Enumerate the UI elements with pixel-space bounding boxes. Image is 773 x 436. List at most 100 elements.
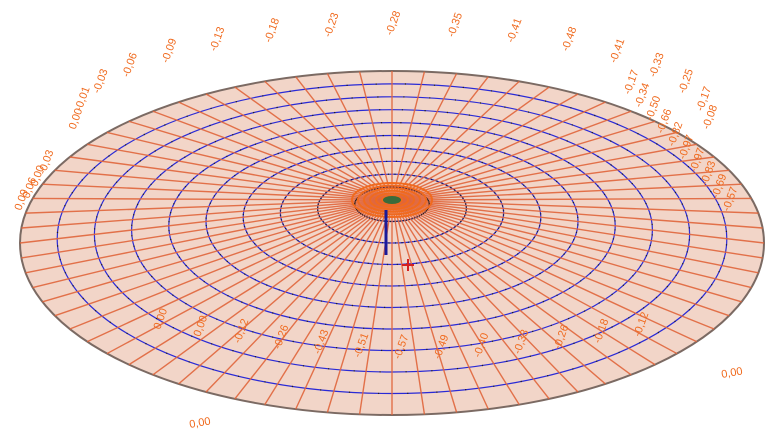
node-point (168, 221, 170, 223)
node-point (562, 187, 565, 189)
radial-line (54, 169, 393, 201)
radial-line (391, 199, 550, 400)
node-point (674, 191, 677, 194)
node-point (419, 176, 421, 178)
node-point (468, 114, 471, 116)
node-point (490, 90, 493, 92)
radial-line (25, 199, 393, 214)
radial-line (391, 199, 759, 274)
node-point (351, 179, 353, 181)
node-point (386, 263, 389, 266)
node-point (71, 192, 74, 194)
node-point (552, 349, 554, 351)
node-point (219, 254, 222, 256)
node-point (379, 109, 381, 111)
node-point (160, 285, 163, 287)
node-point (509, 258, 512, 260)
node-point (388, 242, 390, 244)
node-point (596, 360, 598, 362)
node-point (93, 228, 96, 230)
node-point (688, 227, 690, 229)
rim-value-label: -0,48 (560, 25, 580, 53)
node-point (621, 173, 624, 175)
radial-line (106, 199, 393, 355)
node-point (82, 297, 84, 300)
node-point (206, 209, 209, 212)
node-point (491, 165, 493, 167)
node-point (603, 193, 606, 196)
node-point (597, 155, 599, 158)
node-point (211, 343, 213, 345)
node-point (511, 311, 514, 314)
node-point (279, 210, 282, 212)
node-point (369, 240, 371, 243)
node-point (402, 220, 404, 222)
radial-line (391, 86, 550, 201)
node-point (441, 182, 443, 184)
node-point (572, 201, 575, 204)
node-point (415, 262, 418, 264)
node-point (354, 202, 356, 205)
node-point (266, 253, 268, 256)
node-point (235, 101, 237, 103)
node-point (280, 219, 283, 221)
node-point (297, 240, 299, 242)
node-point (426, 348, 428, 351)
node-point (290, 165, 292, 168)
node-point (184, 186, 187, 188)
node-point (325, 223, 327, 226)
node-point (711, 284, 713, 286)
radial-line (391, 199, 759, 214)
node-point (529, 355, 532, 357)
radial-line (205, 93, 393, 201)
node-point (325, 99, 328, 101)
node-point (556, 294, 558, 296)
node-point (356, 177, 359, 179)
node-point (424, 283, 426, 285)
node-point (310, 158, 313, 160)
node-point (411, 284, 413, 287)
node-point (568, 246, 571, 248)
node-point (186, 115, 188, 117)
node-point (386, 160, 388, 163)
node-point (250, 128, 252, 130)
node-point (419, 122, 421, 125)
node-point (500, 169, 502, 172)
node-point (448, 346, 450, 349)
node-point (398, 134, 401, 137)
node-point (528, 278, 531, 281)
node-point (94, 240, 96, 242)
radial-line (391, 199, 763, 229)
node-point (501, 262, 503, 265)
node-point (383, 220, 385, 222)
radial-line (391, 156, 715, 201)
node-point (457, 126, 459, 128)
node-point (367, 262, 369, 264)
node-point (317, 87, 319, 89)
node-point (594, 114, 596, 117)
node-point (253, 190, 255, 192)
node-point (686, 215, 688, 217)
node-point (526, 143, 528, 145)
node-point (290, 148, 293, 150)
node-point (323, 126, 325, 129)
node-point (339, 166, 341, 168)
node-point (380, 349, 383, 352)
node-point (700, 178, 702, 180)
node-point (334, 138, 337, 141)
node-point (645, 255, 648, 257)
hub-ring (363, 187, 421, 213)
node-point (341, 233, 343, 235)
node-point (491, 293, 494, 295)
node-point (536, 231, 539, 233)
node-point (385, 285, 387, 287)
node-point (604, 255, 606, 258)
node-point (612, 238, 615, 240)
node-point (425, 238, 428, 240)
node-point (259, 248, 261, 250)
node-point (631, 182, 633, 185)
node-point (410, 148, 412, 150)
node-point (436, 235, 439, 237)
node-point (207, 232, 209, 234)
